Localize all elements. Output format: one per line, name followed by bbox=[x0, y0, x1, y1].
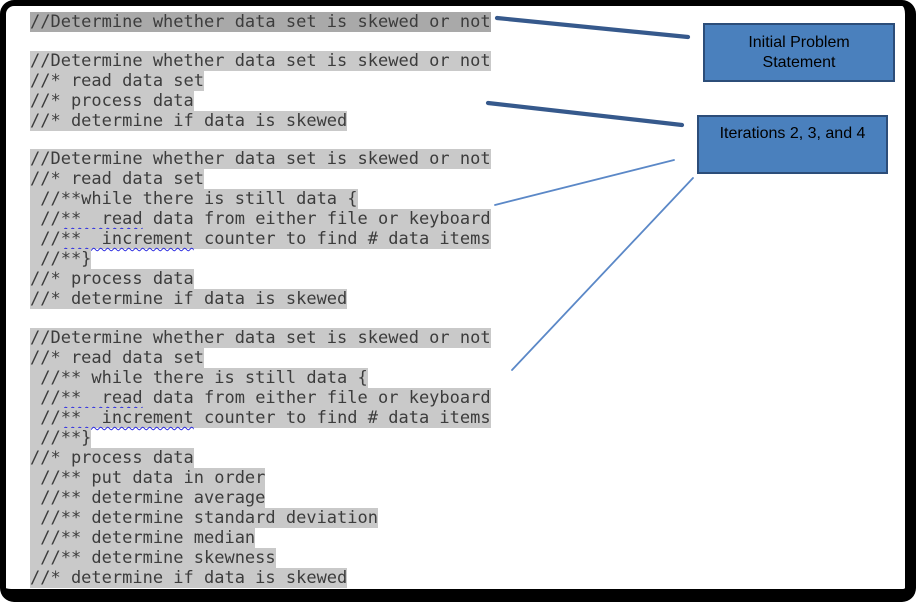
connector-initial-problem bbox=[494, 15, 691, 40]
code-text: //Determine whether data set is skewed o… bbox=[30, 12, 491, 32]
code-text: //** determine standard deviation bbox=[30, 508, 378, 528]
code-line: //* process data bbox=[30, 448, 491, 468]
connector-iteration-3 bbox=[494, 159, 675, 206]
callout-label: Initial Problem Statement bbox=[748, 33, 850, 71]
code-line: //Determine whether data set is skewed o… bbox=[30, 328, 491, 348]
code-block-iteration-4: //Determine whether data set is skewed o… bbox=[30, 328, 491, 588]
code-text: //** determine skewness bbox=[30, 548, 276, 568]
code-block-iteration-3: //Determine whether data set is skewed o… bbox=[30, 149, 491, 309]
code-text: //* read data set bbox=[30, 71, 204, 91]
code-text: // bbox=[30, 209, 61, 229]
code-text: // bbox=[30, 408, 61, 428]
code-text: //* determine if data is skewed bbox=[30, 111, 348, 131]
spellcheck-wavy-underline: ** read bbox=[60, 209, 143, 229]
code-line: //**while there is still data { bbox=[30, 189, 491, 209]
spellcheck-wavy-underline: ** increment bbox=[60, 229, 194, 249]
code-text: //Determine whether data set is skewed o… bbox=[30, 51, 491, 71]
code-text: //* read data set bbox=[30, 348, 204, 368]
connector-lines-layer bbox=[485, 15, 694, 371]
code-line: //Determine whether data set is skewed o… bbox=[30, 12, 491, 32]
code-line: //** determine skewness bbox=[30, 548, 491, 568]
code-text: data from either file or keyboard bbox=[142, 388, 491, 408]
code-line: //Determine whether data set is skewed o… bbox=[30, 149, 491, 169]
code-text: //* process data bbox=[30, 269, 194, 289]
code-line: //* read data set bbox=[30, 348, 491, 368]
spellcheck-wavy-underline: ** increment bbox=[60, 408, 194, 428]
code-line: //Determine whether data set is skewed o… bbox=[30, 51, 491, 71]
code-text: counter to find # data items bbox=[193, 229, 491, 249]
code-line: //* read data set bbox=[30, 71, 491, 91]
code-text: //* process data bbox=[30, 448, 194, 468]
connector-iteration-2 bbox=[485, 100, 685, 128]
code-line: //** determine average bbox=[30, 488, 491, 508]
code-text: //* determine if data is skewed bbox=[30, 568, 348, 588]
code-line: //** increment counter to find # data it… bbox=[30, 229, 491, 249]
code-text: //* determine if data is skewed bbox=[30, 289, 348, 309]
code-text: //**while there is still data { bbox=[30, 189, 358, 209]
code-text: // bbox=[30, 388, 61, 408]
code-line: //* read data set bbox=[30, 169, 491, 189]
callout-initial-problem-statement: Initial Problem Statement bbox=[703, 23, 895, 82]
code-line: //** increment counter to find # data it… bbox=[30, 408, 491, 428]
code-line: //* determine if data is skewed bbox=[30, 568, 491, 588]
callout-label: Iterations 2, 3, and 4 bbox=[719, 125, 866, 142]
code-block-iteration-2: //Determine whether data set is skewed o… bbox=[30, 51, 491, 131]
code-line: //** determine standard deviation bbox=[30, 508, 491, 528]
code-line: //* process data bbox=[30, 91, 491, 111]
code-text: // bbox=[30, 229, 61, 249]
code-text: //** determine average bbox=[30, 488, 266, 508]
code-line: //** read data from either file or keybo… bbox=[30, 388, 491, 408]
code-line: //* process data bbox=[30, 269, 491, 289]
code-line: //** determine median bbox=[30, 528, 491, 548]
code-line: //**} bbox=[30, 249, 491, 269]
connector-iteration-4 bbox=[511, 177, 694, 371]
code-line: //* determine if data is skewed bbox=[30, 289, 491, 309]
code-text: //** determine median bbox=[30, 528, 256, 548]
code-line: //** while there is still data { bbox=[30, 368, 491, 388]
callout-iterations-2-3-4: Iterations 2, 3, and 4 bbox=[697, 115, 888, 174]
code-text: //* read data set bbox=[30, 169, 204, 189]
code-text: //**} bbox=[30, 249, 92, 269]
code-text: //** while there is still data { bbox=[30, 368, 368, 388]
code-text: //* process data bbox=[30, 91, 194, 111]
code-text: //** put data in order bbox=[30, 468, 266, 488]
code-text: counter to find # data items bbox=[193, 408, 491, 428]
code-text: //Determine whether data set is skewed o… bbox=[30, 149, 491, 169]
code-text: //Determine whether data set is skewed o… bbox=[30, 328, 491, 348]
code-block-initial-problem: //Determine whether data set is skewed o… bbox=[30, 12, 491, 32]
code-text: data from either file or keyboard bbox=[142, 209, 491, 229]
code-line: //** put data in order bbox=[30, 468, 491, 488]
spellcheck-wavy-underline: ** read bbox=[60, 388, 143, 408]
code-text: //**} bbox=[30, 428, 92, 448]
code-line: //* determine if data is skewed bbox=[30, 111, 491, 131]
code-line: //** read data from either file or keybo… bbox=[30, 209, 491, 229]
code-line: //**} bbox=[30, 428, 491, 448]
